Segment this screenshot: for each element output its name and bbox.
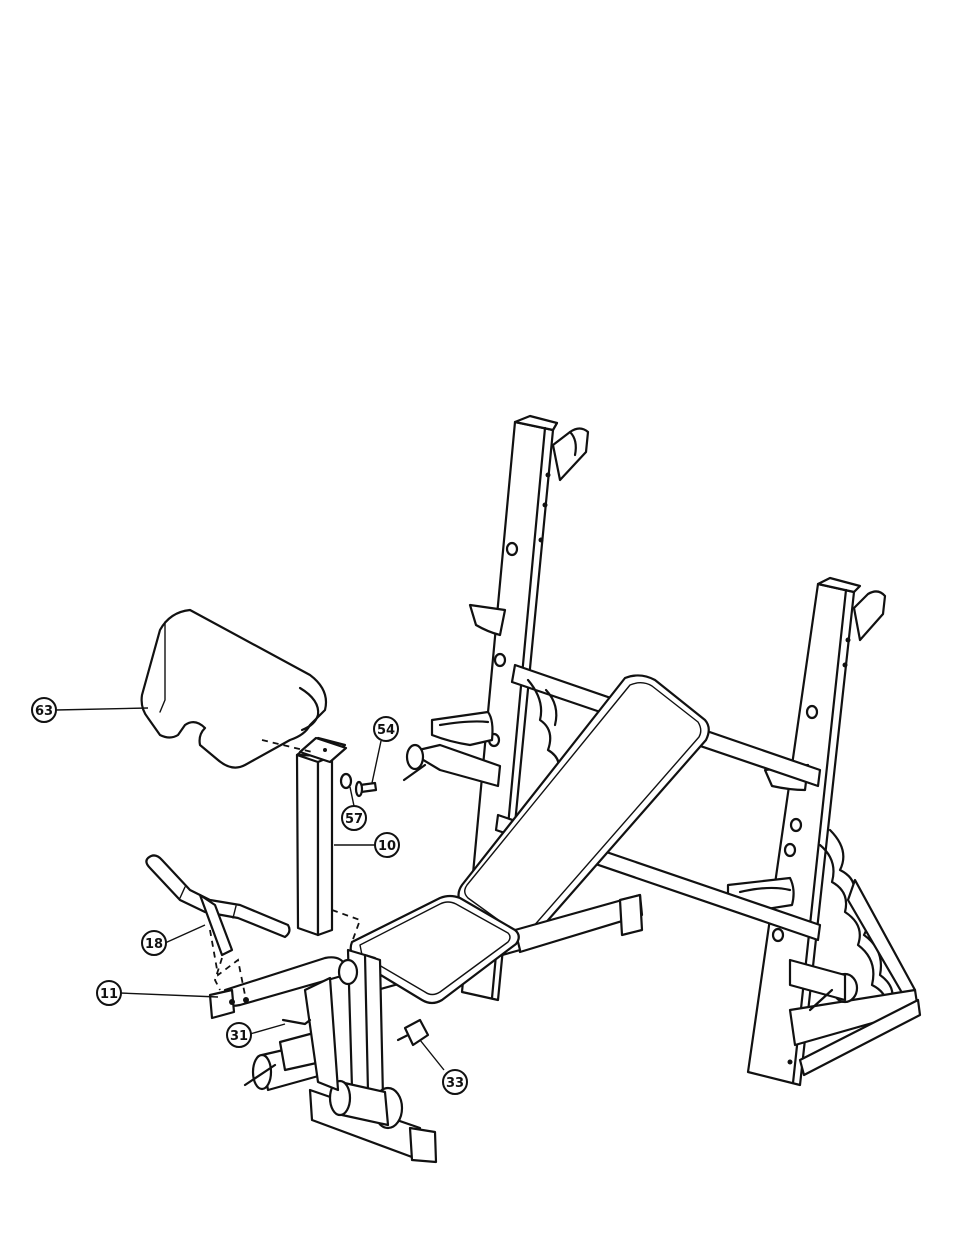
callout-54: 54 [374, 717, 398, 741]
preacher-post [297, 738, 346, 935]
curl-bar [146, 855, 289, 955]
preacher-pad [142, 610, 326, 768]
callout-31: 31 [227, 1023, 251, 1047]
callout-63: 63 [32, 698, 56, 722]
callout-18-label: 18 [145, 937, 163, 952]
callout-10: 10 [375, 833, 399, 857]
callout-18: 18 [142, 931, 166, 955]
callout-11: 11 [97, 981, 121, 1005]
assembly-lines [210, 740, 360, 995]
callout-31-label: 31 [230, 1029, 248, 1044]
callout-33: 33 [443, 1070, 467, 1094]
callout-63-label: 63 [35, 704, 53, 719]
callout-11-label: 11 [100, 987, 118, 1002]
callout-33-label: 33 [446, 1076, 464, 1091]
callout-57-label: 57 [345, 812, 363, 827]
callout-54-label: 54 [377, 723, 395, 738]
callout-10-label: 10 [378, 839, 396, 854]
callout-57: 57 [342, 806, 366, 830]
